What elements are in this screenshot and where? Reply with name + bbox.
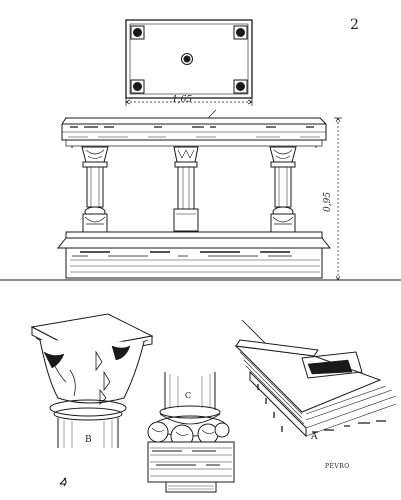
artist-signature: PÉVRO xyxy=(325,463,350,470)
width-dimension-line xyxy=(125,98,253,106)
detail-c-label: C xyxy=(185,391,192,400)
detail-b-capital xyxy=(30,313,154,448)
detail-a-molding xyxy=(234,319,397,438)
altar-table-top xyxy=(61,117,327,148)
width-dimension-label: 1,65 xyxy=(172,95,193,105)
detail-b-label: B xyxy=(85,435,92,445)
plate-number: 2 xyxy=(350,17,359,33)
detail-a-label: A xyxy=(311,432,318,442)
altar-base xyxy=(56,231,332,279)
height-dimension-line xyxy=(334,117,342,281)
left-column xyxy=(81,146,109,233)
altar-plan-view xyxy=(125,19,253,127)
center-column-base xyxy=(181,53,193,65)
height-dimension-label: 0,95 xyxy=(323,191,333,212)
right-column xyxy=(269,146,297,233)
altar-elevation xyxy=(0,117,401,281)
corner-column-bases xyxy=(130,25,248,94)
center-column xyxy=(173,146,199,232)
detail-c-base xyxy=(147,372,235,493)
north-arrow-mark xyxy=(59,477,67,487)
